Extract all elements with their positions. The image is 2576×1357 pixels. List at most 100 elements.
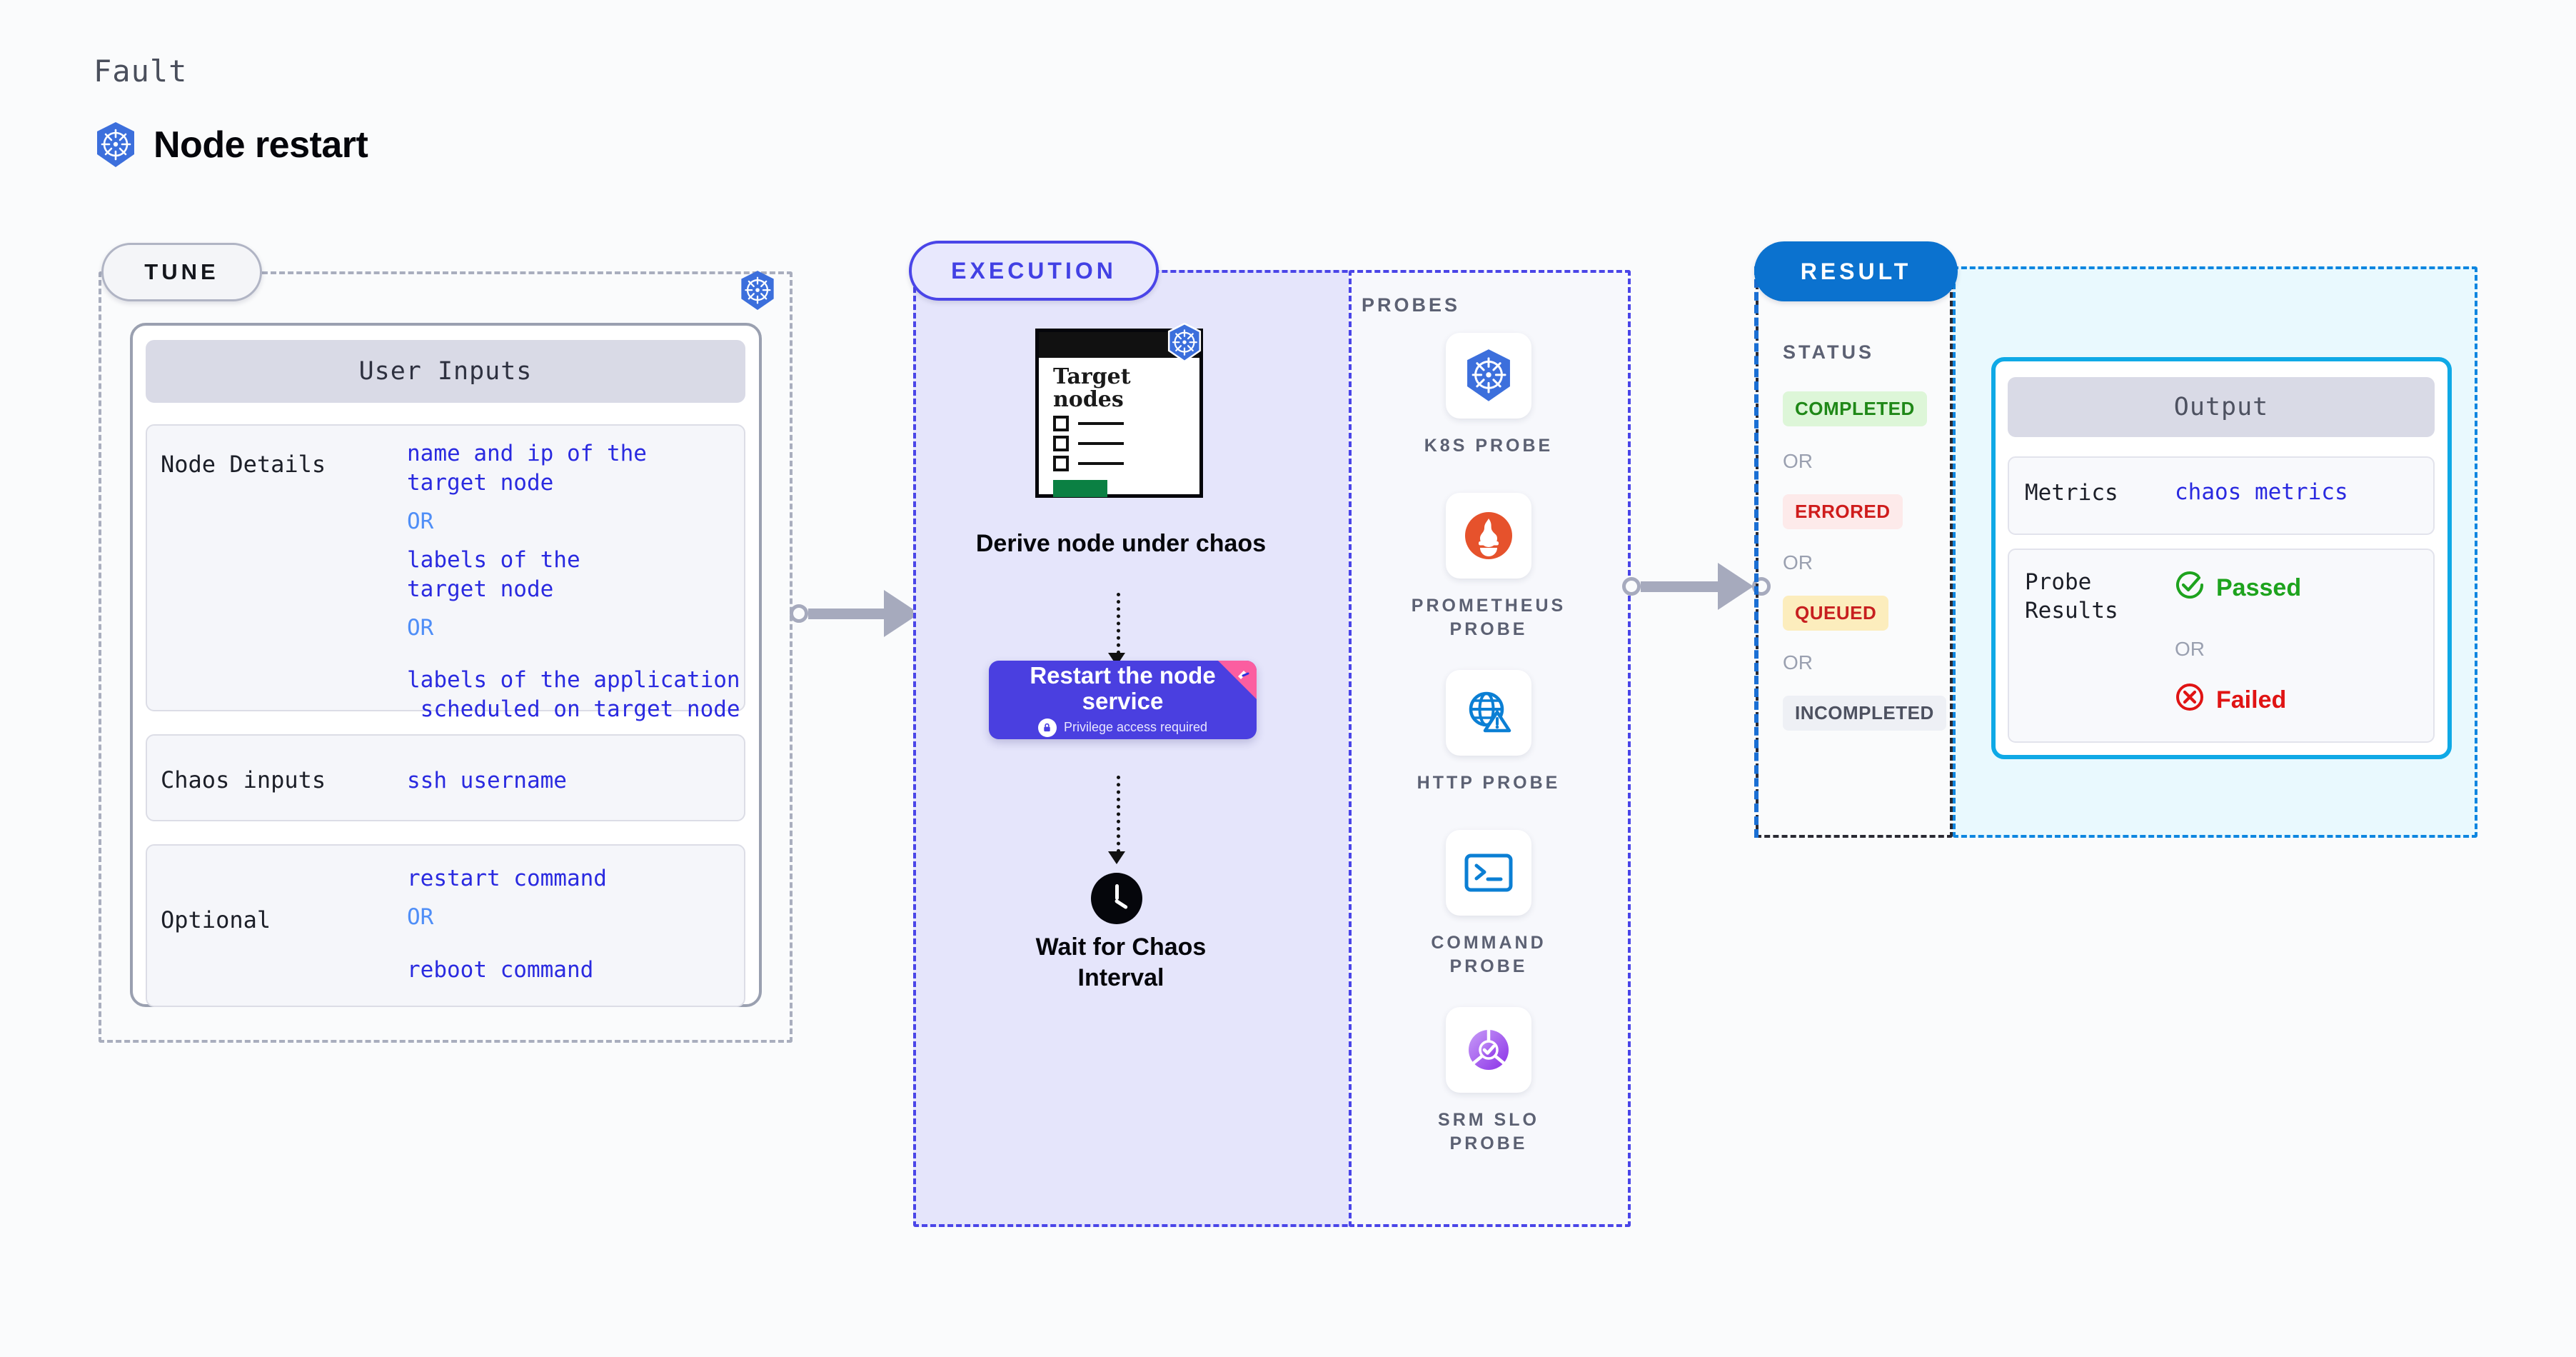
note-green-bar <box>1053 480 1107 498</box>
arrow-line <box>1117 593 1120 654</box>
clock-hour-hand <box>1115 884 1119 900</box>
connector-line <box>1641 581 1719 592</box>
privilege-note-text: Privilege access required <box>1063 720 1208 735</box>
node-details-values: name and ip of the target node OR labels… <box>407 439 740 724</box>
probe-results-label: Probe Results <box>2025 569 2118 624</box>
restart-node-service-step[interactable]: Restart the node service Privilege acces… <box>989 661 1257 739</box>
or-separator: OR <box>1783 450 1813 472</box>
node-details-line-1: name and ip of the <box>407 441 647 466</box>
wait-for-chaos-caption: Wait for Chaos Interval <box>1000 932 1242 993</box>
optional-values: restart command OR reboot command <box>407 864 607 985</box>
checkbox-icon <box>1053 416 1069 432</box>
chaos-inputs-label: Chaos inputs <box>161 766 326 793</box>
probe-item-command[interactable]: COMMAND PROBE <box>1410 830 1567 978</box>
probe-item-http[interactable]: HTTP PROBE <box>1410 670 1567 795</box>
metrics-row <box>2008 456 2435 535</box>
status-badge-incompleted: INCOMPLETED <box>1783 696 1946 731</box>
chaos-inputs-values: ssh username <box>407 766 567 796</box>
metrics-label: Metrics <box>2025 480 2118 506</box>
lock-icon <box>1037 718 1057 737</box>
checkbox-icon <box>1053 436 1069 452</box>
failed-label: Failed <box>2216 686 2287 713</box>
passed-label: Passed <box>2216 574 2302 601</box>
probe-label: PROMETHEUS PROBE <box>1411 596 1566 639</box>
probe-label: COMMAND PROBE <box>1431 933 1546 976</box>
result-pill[interactable]: RESULT <box>1754 241 1958 301</box>
status-badge-queued: QUEUED <box>1783 596 1889 631</box>
status-badge-completed: COMPLETED <box>1783 391 1927 426</box>
node-details-line-4: target node <box>407 576 554 602</box>
note-checklist-item <box>1039 411 1199 432</box>
clock-icon <box>1091 873 1142 924</box>
spacer <box>407 651 740 666</box>
note-title-line-1: Target <box>1053 364 1131 389</box>
fault-eyebrow: Fault <box>94 54 188 89</box>
checkbox-icon <box>1053 456 1069 472</box>
note-line <box>1078 422 1124 426</box>
chaos-inputs-row <box>146 734 745 821</box>
user-inputs-title: User Inputs <box>146 340 745 403</box>
srm-slo-icon <box>1446 1007 1531 1093</box>
note-title: Target nodes <box>1039 358 1199 411</box>
connector-arrowhead <box>1718 563 1754 610</box>
probe-label: K8S PROBE <box>1424 436 1554 456</box>
x-circle-icon <box>2175 682 2205 718</box>
or-separator: OR <box>1783 551 1813 574</box>
kubernetes-icon <box>1166 322 1203 366</box>
terminal-icon <box>1446 830 1531 916</box>
privilege-note-row: Privilege access required <box>1037 718 1208 737</box>
kubernetes-icon <box>738 270 777 314</box>
restart-title-line-1: Restart the node <box>1030 662 1216 689</box>
page-title-row: Node restart <box>94 121 368 169</box>
optional-line-2: reboot command <box>407 956 594 983</box>
connector-start-dot <box>1622 577 1641 596</box>
probe-item-k8s[interactable]: K8S PROBE <box>1410 333 1567 458</box>
target-nodes-note: Target nodes <box>1035 329 1203 498</box>
spacer <box>407 941 607 956</box>
restart-title-line-2: service <box>1082 688 1164 714</box>
check-circle-icon <box>2175 570 2205 606</box>
probe-result-failed: Failed <box>2175 682 2286 718</box>
or-separator: OR <box>1783 651 1813 674</box>
or-separator: OR <box>2175 638 2205 660</box>
probe-label: HTTP PROBE <box>1417 773 1561 793</box>
derive-node-caption: Derive node under chaos <box>975 530 1267 557</box>
node-details-line-6: scheduled on target node <box>407 696 740 723</box>
note-checklist-item <box>1039 451 1199 472</box>
arrow-line <box>1117 776 1120 853</box>
or-separator: OR <box>407 903 434 930</box>
output-title: Output <box>2008 377 2435 437</box>
connector-start-dot <box>790 604 808 623</box>
status-badge-errored: ERRORED <box>1783 494 1903 529</box>
prometheus-icon <box>1446 493 1531 579</box>
tune-panel <box>99 271 793 1043</box>
page-title: Node restart <box>154 124 368 166</box>
note-line <box>1078 442 1124 446</box>
kubernetes-icon <box>1446 333 1531 419</box>
probe-item-srm-slo[interactable]: SRM SLO PROBE <box>1410 1007 1567 1155</box>
node-details-label: Node Details <box>161 451 326 478</box>
or-separator: OR <box>407 614 434 641</box>
wait-caption-line-2: Interval <box>1077 963 1164 991</box>
optional-line-1: restart command <box>407 866 607 891</box>
arrow-head <box>1108 851 1125 864</box>
probe-item-prometheus[interactable]: PROMETHEUS PROBE <box>1410 493 1567 641</box>
probes-title: PROBES <box>1362 294 1461 316</box>
node-details-line-2: target node <box>407 469 554 496</box>
or-separator: OR <box>407 508 434 534</box>
globe-warning-icon <box>1446 670 1531 756</box>
note-checklist-item <box>1039 431 1199 452</box>
wait-caption-line-1: Wait for Chaos <box>1035 933 1207 961</box>
note-title-line-2: nodes <box>1053 387 1124 413</box>
tune-pill[interactable]: TUNE <box>101 243 262 301</box>
node-details-line-3: labels of the <box>407 546 580 573</box>
kubernetes-icon <box>94 121 138 169</box>
execution-pill[interactable]: EXECUTION <box>909 241 1159 301</box>
probe-label: SRM SLO PROBE <box>1438 1110 1539 1153</box>
optional-label: Optional <box>161 906 271 933</box>
probe-results-row <box>2008 549 2435 743</box>
clock-minute-hand <box>1114 898 1129 910</box>
chaos-inputs-value: ssh username <box>407 768 567 793</box>
connector-line <box>808 608 885 619</box>
